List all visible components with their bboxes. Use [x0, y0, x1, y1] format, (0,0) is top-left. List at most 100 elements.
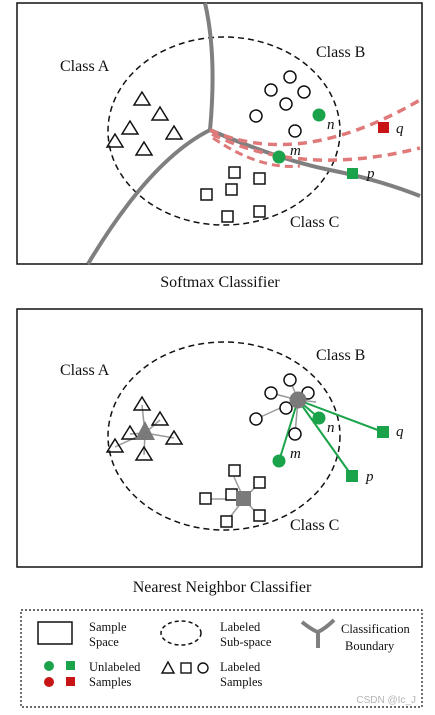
square-sample-icon	[225, 183, 238, 196]
softmax-caption: Softmax Classifier	[160, 274, 280, 291]
triangle-sample-icon	[150, 105, 170, 121]
square-sample-icon	[253, 509, 266, 522]
square-sample-icon	[253, 172, 266, 185]
shifted-boundary-dashed	[211, 132, 421, 162]
shifted-boundary-dashed	[209, 98, 421, 147]
point-q-label: q	[396, 424, 404, 440]
unlabeled-samples-label-2: Samples	[89, 675, 131, 689]
nearest-neighbor-panel: Class A Class B Class C n m p q Nearest …	[16, 308, 423, 596]
boundary-line	[209, 128, 421, 198]
unlabeled-sample-n	[312, 411, 326, 425]
square-sample-icon	[253, 205, 266, 218]
legend: Sample Space Labeled Sub-space Classific…	[20, 609, 423, 708]
triangle-sample-icon	[120, 424, 140, 440]
triangle-sample-icon	[164, 124, 184, 140]
labeled-subspace-ellipse	[107, 341, 341, 531]
classification-boundary-label-2: Boundary	[345, 639, 395, 653]
sample-space-box	[16, 308, 423, 568]
class-c-samples	[199, 464, 266, 528]
circle-sample-icon	[288, 124, 302, 138]
class-a-label: Class A	[60, 58, 110, 75]
class-b-samples	[249, 70, 311, 138]
triangle-sample-icon	[120, 119, 140, 135]
unlabeled-sample-m	[272, 150, 286, 164]
unlabeled-red-circle-icon	[44, 677, 54, 687]
triangle-sample-icon	[105, 437, 125, 453]
unlabeled-sample-n	[312, 108, 326, 122]
labeled-triangle-icon	[160, 660, 176, 674]
square-sample-icon	[199, 492, 212, 505]
circle-sample-icon	[249, 109, 263, 123]
point-n-label: n	[327, 420, 335, 436]
circle-sample-icon	[264, 83, 278, 97]
sample-space-swatch-icon	[37, 621, 73, 645]
point-p-label: p	[366, 166, 375, 182]
triangle-sample-icon	[134, 445, 154, 461]
nearest-neighbor-caption: Nearest Neighbor Classifier	[133, 579, 312, 596]
unlabeled-sample-p	[346, 470, 358, 482]
square-sample-icon	[228, 464, 241, 477]
circle-sample-icon	[283, 70, 297, 84]
sample-space-box	[16, 2, 423, 265]
unlabeled-red-square-icon	[66, 677, 75, 686]
boundary-line	[203, 2, 215, 131]
circle-sample-icon	[279, 97, 293, 111]
square-sample-icon	[220, 515, 233, 528]
circle-sample-icon	[283, 373, 297, 387]
classification-boundary-swatch-icon	[300, 618, 336, 648]
boundary-line	[86, 128, 211, 266]
point-m-label: m	[290, 446, 301, 462]
unlabeled-sample-q	[378, 122, 389, 133]
triangle-sample-icon	[132, 395, 152, 411]
labeled-samples-label-1: Labeled	[220, 660, 261, 674]
class-a-label: Class A	[60, 362, 110, 379]
labeled-subspace-swatch-icon	[160, 620, 202, 646]
circle-sample-icon	[288, 427, 302, 441]
class-c-prototype-icon	[236, 491, 251, 506]
labeled-subspace-label-2: Sub-space	[220, 635, 272, 649]
labeled-square-icon	[180, 662, 192, 674]
class-a-samples	[105, 90, 184, 156]
watermark: CSDN @Ic_J	[356, 695, 416, 706]
triangle-sample-icon	[134, 140, 154, 156]
labeled-subspace-ellipse	[107, 36, 341, 226]
point-q-label: q	[396, 121, 404, 137]
point-n-label: n	[327, 117, 335, 133]
point-m-label: m	[290, 143, 301, 159]
sample-space-label-1: Sample	[89, 620, 127, 634]
unlabeled-green-circle-icon	[44, 661, 54, 671]
class-c-label: Class C	[290, 517, 339, 534]
unlabeled-sample-p	[347, 168, 358, 179]
square-sample-icon	[221, 210, 234, 223]
labeled-samples-label-2: Samples	[220, 675, 262, 689]
classification-boundary-label-1: Classification	[341, 622, 410, 636]
square-sample-icon	[225, 488, 238, 501]
unlabeled-samples-label-1: Unlabeled	[89, 660, 141, 674]
legend-box	[20, 609, 423, 708]
triangle-sample-icon	[132, 90, 152, 106]
unlabeled-sample-q	[377, 426, 389, 438]
triangle-sample-icon	[105, 132, 125, 148]
triangle-sample-icon	[150, 410, 170, 426]
circle-sample-icon	[297, 85, 311, 99]
shifted-boundary-dashed	[212, 136, 301, 168]
triangle-sample-icon	[164, 429, 184, 445]
unlabeled-sample-m	[272, 454, 286, 468]
circle-sample-icon	[264, 386, 278, 400]
class-b-label: Class B	[316, 347, 365, 364]
sample-space-label-2: Space	[89, 635, 119, 649]
class-c-label: Class C	[290, 214, 339, 231]
square-sample-icon	[253, 476, 266, 489]
labeled-subspace-label-1: Labeled	[220, 620, 261, 634]
unlabeled-green-square-icon	[66, 661, 75, 670]
class-b-label: Class B	[316, 44, 365, 61]
square-sample-icon	[200, 188, 213, 201]
class-a-samples	[105, 395, 184, 461]
circle-sample-icon	[279, 401, 293, 415]
labeled-circle-icon	[197, 662, 209, 674]
class-c-samples	[200, 166, 266, 223]
class-b-samples	[249, 373, 315, 441]
point-p-label: p	[365, 469, 374, 485]
softmax-panel: Class A Class B Class C n m p q Softmax …	[16, 2, 423, 291]
